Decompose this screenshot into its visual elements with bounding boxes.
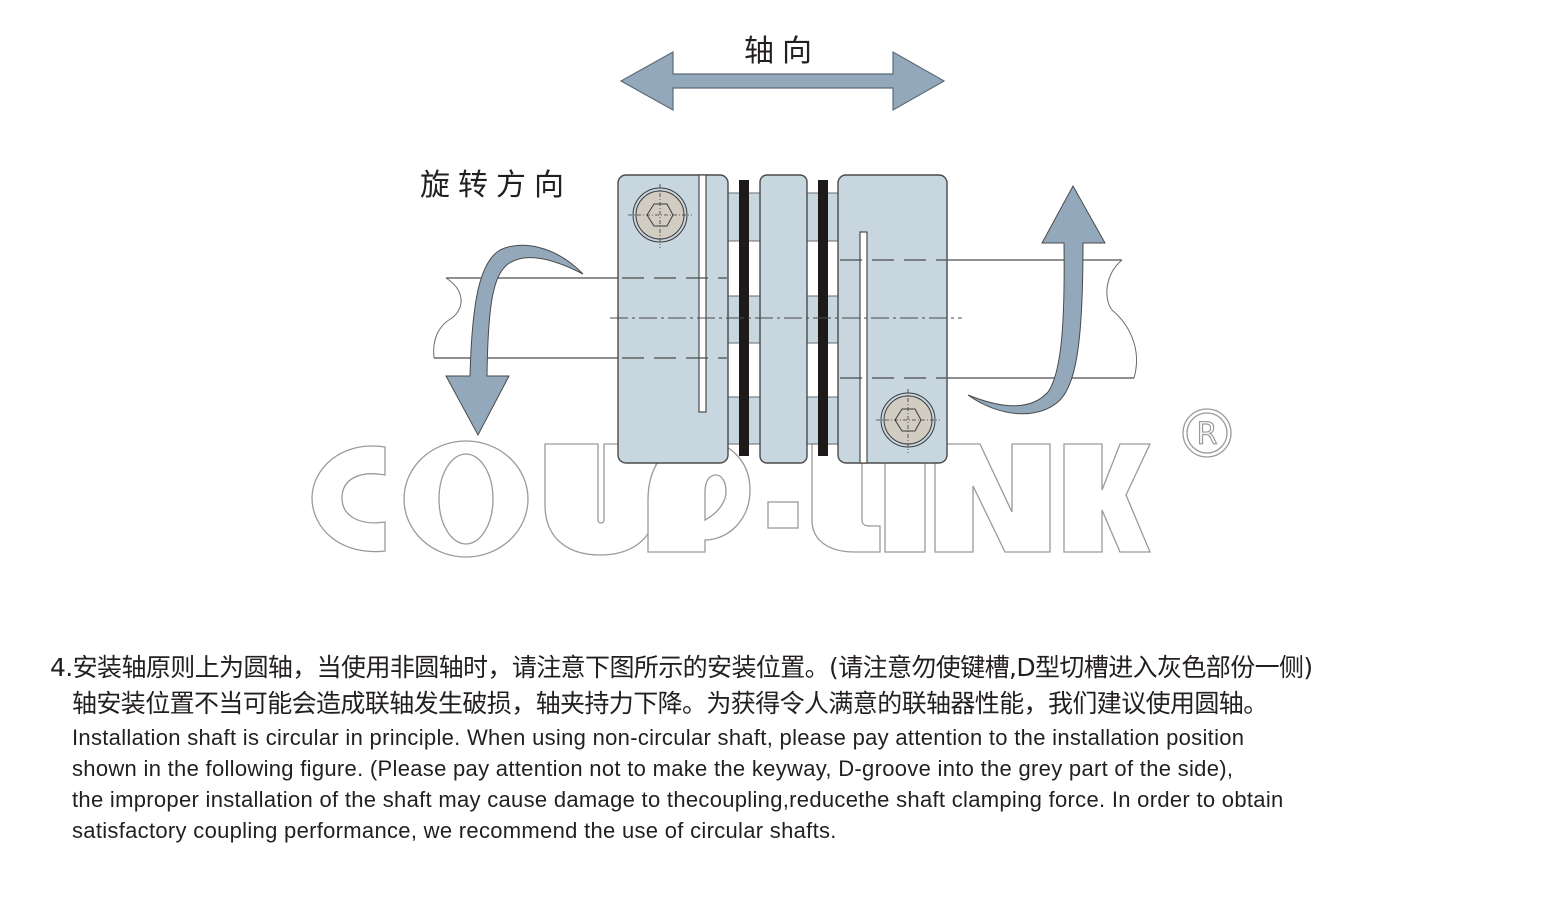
coup-link-logo [311, 439, 1152, 558]
hex-socket-screw-icon [876, 389, 940, 453]
coupling-left-hub [617, 174, 729, 464]
bore-hidden-lines [622, 259, 946, 379]
installation-notes: 4.安装轴原则上为圆轴，当使用非圆轴时，请注意下图所示的安装位置。(请注意勿使键… [50, 650, 1530, 846]
shaft-left [433, 277, 622, 359]
note-zh-line-2: 轴安装位置不当可能会造成联轴发生破损，轴夹持力下降。为获得令人满意的联轴器性能，… [72, 689, 1268, 718]
svg-text:R: R [1197, 417, 1218, 452]
rotation-direction-label: 旋转方向 [420, 168, 572, 203]
curved-arrow-up-icon [967, 184, 1106, 415]
coupling-installation-diagram: R [311, 50, 1232, 558]
coupling-right-hub [837, 174, 948, 464]
hex-socket-screw-icon [628, 184, 692, 248]
registered-trademark-icon: R [1182, 408, 1232, 458]
shaft-right [946, 259, 1138, 379]
curved-arrow-down-icon [445, 244, 584, 437]
note-en-line-2: shown in the following figure. (Please p… [72, 756, 1234, 781]
double-arrow-icon [619, 50, 946, 112]
axial-direction-label: 轴向 [744, 34, 820, 69]
coupling-center-spacer [759, 174, 808, 464]
note-en-line-3: the improper installation of the shaft m… [72, 787, 1284, 812]
note-en-line-1: Installation shaft is circular in princi… [72, 725, 1245, 750]
note-en-line-4: satisfactory coupling performance, we re… [72, 818, 837, 843]
note-zh-line-1: 4.安装轴原则上为圆轴，当使用非圆轴时，请注意下图所示的安装位置。(请注意勿使键… [50, 653, 1313, 682]
